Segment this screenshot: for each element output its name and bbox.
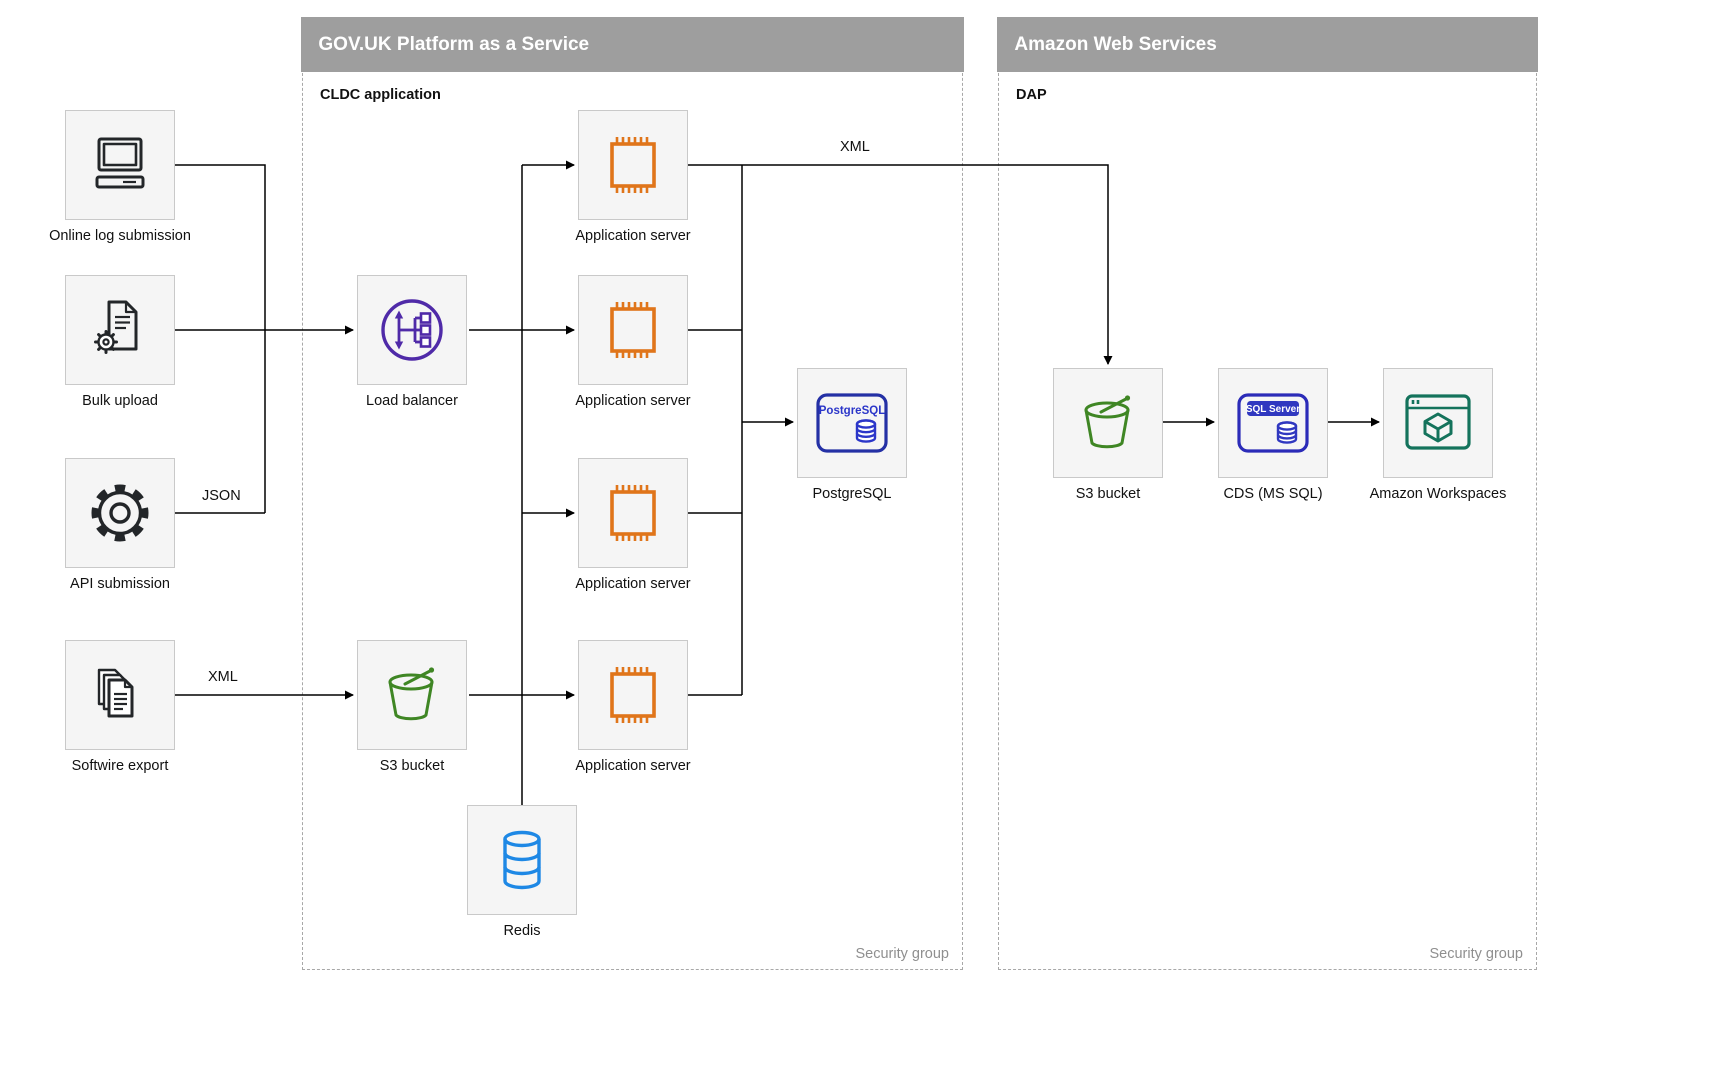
node-label: Load balancer — [366, 393, 458, 409]
node-application-server-4: Application server — [575, 640, 691, 774]
document-gear-icon — [94, 300, 138, 354]
svg-text:PostgreSQL: PostgreSQL — [819, 405, 885, 417]
node-application-server-2: Application server — [575, 275, 691, 409]
node-redis: Redis — [467, 805, 577, 939]
node-postgresql: PostgreSQL PostgreSQL — [797, 368, 907, 502]
node-label: Amazon Workspaces — [1369, 486, 1507, 502]
edge-label-xml-export: XML — [206, 669, 240, 685]
node-label: CDS (MS SQL) — [1223, 486, 1323, 502]
load-balancer-icon — [381, 299, 443, 361]
container-aws-title: Amazon Web Services — [997, 17, 1538, 73]
node-label: Online log submission — [49, 228, 191, 244]
container-aws-sublabel: DAP — [1016, 87, 1047, 103]
node-softwire-export: Softwire export — [65, 640, 175, 774]
node-s3-bucket-paas: S3 bucket — [357, 640, 467, 774]
bucket-icon — [388, 667, 435, 721]
container-aws-footer: Security group — [1429, 946, 1524, 962]
node-bulk-upload: Bulk upload — [65, 275, 175, 409]
chip-icon — [610, 485, 656, 541]
node-label: Application server — [575, 393, 691, 409]
node-label: S3 bucket — [1075, 486, 1141, 502]
edge-label-json: JSON — [200, 488, 243, 504]
node-label: Redis — [503, 923, 541, 939]
node-s3-bucket-aws: S3 bucket — [1053, 368, 1163, 502]
node-application-server-1: Application server — [575, 110, 691, 244]
node-label: S3 bucket — [379, 758, 445, 774]
chip-icon — [610, 302, 656, 358]
chip-icon — [610, 137, 656, 193]
node-label: Bulk upload — [82, 393, 158, 409]
node-label: Application server — [575, 228, 691, 244]
documents-stack-icon — [97, 668, 134, 718]
edge-label-xml-transfer: XML — [838, 139, 872, 155]
svg-text:SQL Server: SQL Server — [1246, 404, 1300, 415]
node-api-submission: API submission — [65, 458, 175, 592]
node-label: Application server — [575, 758, 691, 774]
chip-icon — [610, 667, 656, 723]
node-load-balancer: Load balancer — [357, 275, 467, 409]
container-govuk-paas: GOV.UK Platform as a Service CLDC applic… — [301, 17, 964, 970]
node-label: PostgreSQL — [812, 486, 892, 502]
bucket-icon — [1084, 395, 1131, 449]
node-amazon-workspaces: Amazon Workspaces — [1370, 368, 1506, 502]
workspaces-icon — [1405, 394, 1471, 450]
node-cds-mssql: SQL Server CDS (MS SQL) — [1218, 368, 1328, 502]
sql-server-icon: SQL Server — [1237, 393, 1309, 453]
node-label: Softwire export — [71, 758, 169, 774]
node-label: Application server — [575, 576, 691, 592]
node-online-log-submission: Online log submission — [49, 110, 191, 244]
container-govuk-paas-footer: Security group — [855, 946, 950, 962]
container-govuk-paas-sublabel: CLDC application — [320, 87, 441, 103]
container-govuk-paas-title: GOV.UK Platform as a Service — [301, 17, 964, 73]
node-application-server-3: Application server — [575, 458, 691, 592]
container-aws: Amazon Web Services DAP Security group — [997, 17, 1538, 970]
postgresql-icon: PostgreSQL — [816, 393, 888, 453]
computer-icon — [95, 137, 145, 189]
gear-icon — [91, 484, 149, 542]
node-label: API submission — [70, 576, 170, 592]
redis-database-icon — [503, 830, 541, 890]
